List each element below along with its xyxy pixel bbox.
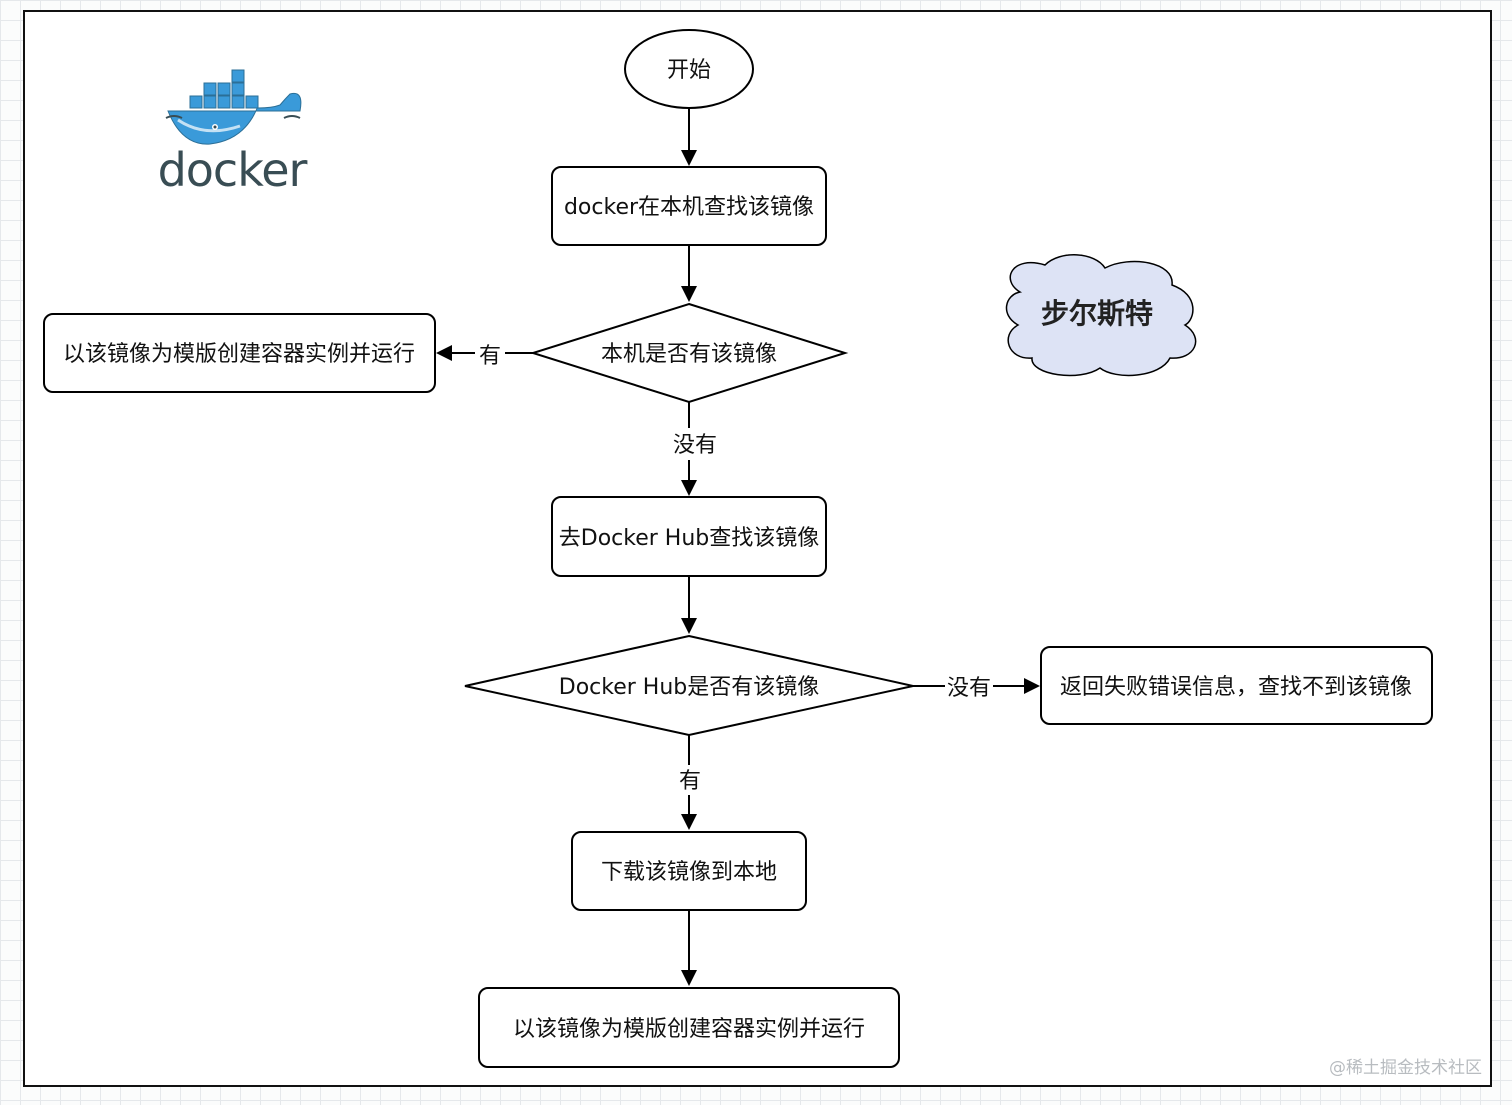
start-node-label: 开始: [667, 58, 711, 83]
search-hub-node: 去Docker Hub查找该镜像: [551, 496, 827, 577]
return-error-node-label: 返回失败错误信息，查找不到该镜像: [1060, 675, 1412, 700]
docker-logo-text: docker: [158, 143, 308, 197]
local-decision-node-label: 本机是否有该镜像: [601, 342, 777, 367]
search-local-node: docker在本机查找该镜像: [551, 166, 827, 246]
arrowhead-local-decision: [681, 286, 697, 302]
hub-decision-node-label: Docker Hub是否有该镜像: [559, 675, 819, 700]
arrowhead-error: [1024, 678, 1040, 694]
watermark-text: @稀土掘金技术社区: [1329, 1058, 1482, 1078]
edge-label-local-no: 没有: [673, 433, 717, 458]
local-decision-node: 本机是否有该镜像: [529, 302, 849, 404]
run-container-bottom-node-label: 以该镜像为模版创建容器实例并运行: [513, 1017, 865, 1042]
search-hub-node-label: 去Docker Hub查找该镜像: [559, 526, 819, 551]
return-error-node: 返回失败错误信息，查找不到该镜像: [1040, 646, 1433, 725]
arrowhead-download: [681, 814, 697, 830]
arrowhead-search-hub: [681, 480, 697, 496]
edge-label-hub-yes: 有: [679, 769, 701, 794]
edges: 有 没有 没有 有: [436, 109, 1040, 986]
arrowhead-hub-decision: [681, 618, 697, 634]
run-container-left-node: 以该镜像为模版创建容器实例并运行: [43, 313, 436, 393]
hub-decision-node: Docker Hub是否有该镜像: [464, 634, 914, 737]
arrowhead-run-left: [436, 345, 452, 361]
run-container-bottom-node: 以该镜像为模版创建容器实例并运行: [478, 987, 900, 1068]
start-node: 开始: [624, 29, 754, 109]
arrowhead-run-bottom: [681, 970, 697, 986]
docker-logo: docker: [158, 69, 309, 197]
search-local-node-label: docker在本机查找该镜像: [564, 195, 814, 220]
run-container-left-node-label: 以该镜像为模版创建容器实例并运行: [63, 342, 415, 367]
arrowhead-search-local: [681, 150, 697, 166]
download-node: 下载该镜像到本地: [571, 831, 807, 911]
cloud-label: 步尔斯特: [1041, 297, 1153, 330]
edge-label-local-yes: 有: [479, 344, 501, 369]
cloud-shape: 步尔斯特: [1005, 254, 1197, 377]
edge-label-hub-no: 没有: [947, 676, 991, 701]
download-node-label: 下载该镜像到本地: [601, 860, 777, 885]
